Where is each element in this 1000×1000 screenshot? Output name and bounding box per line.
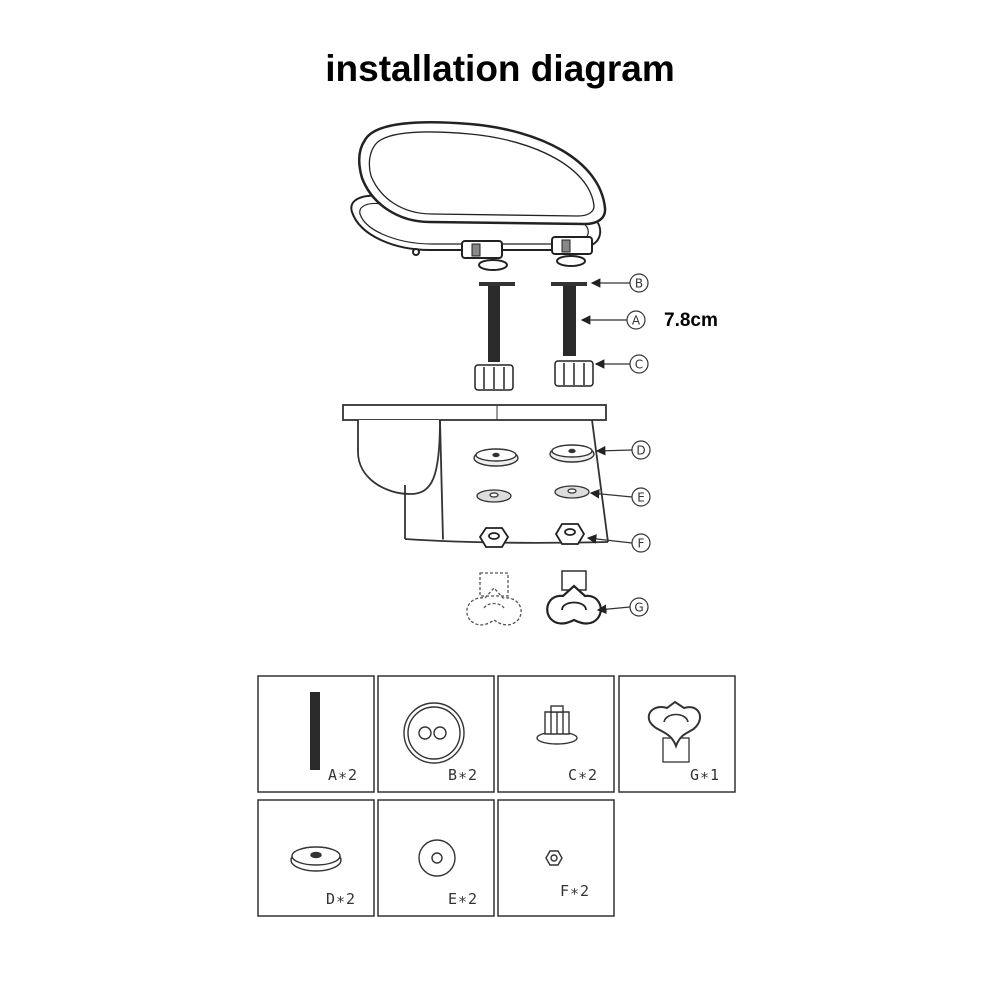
bolt-a-icon: [310, 692, 320, 770]
washer-b-pair: [479, 282, 587, 286]
part-cell-d: D∗2: [257, 799, 375, 917]
callout-a: A: [626, 310, 646, 330]
part-cell-f: F∗2: [497, 799, 615, 917]
wing-bracket-g-icon: [647, 700, 702, 763]
part-cell-a: A∗2: [257, 675, 375, 793]
part-cell-g: G∗1: [618, 675, 736, 793]
callout-f-letter: F: [638, 537, 645, 551]
expansion-plug-c-pair: [474, 360, 594, 391]
callout-d-letter: D: [636, 444, 645, 458]
flat-washer-e-pair: [476, 485, 590, 503]
part-cell-c: C∗2: [497, 675, 615, 793]
callout-a-letter: A: [632, 314, 641, 328]
callout-e: E: [631, 487, 651, 507]
callout-d: D: [631, 440, 651, 460]
parts-grid: A∗2 B∗2 C∗2: [257, 675, 736, 917]
callout-leaders: [580, 278, 633, 614]
callout-b: B: [629, 273, 649, 293]
toilet-bowl-illustration: [342, 404, 609, 544]
part-label-a: A∗2: [328, 766, 358, 784]
callout-e-letter: E: [637, 491, 645, 505]
part-cell-e: E∗2: [377, 799, 495, 917]
diagram-title: installation diagram: [325, 48, 675, 89]
part-label-f: F∗2: [560, 882, 590, 900]
wing-bracket-g-pair: [466, 570, 602, 626]
toilet-seat-illustration: [350, 121, 607, 271]
part-label-e: E∗2: [448, 890, 478, 908]
part-label-g: G∗1: [690, 766, 720, 784]
nut-f-icon: [545, 850, 563, 866]
callout-c-letter: C: [635, 358, 643, 372]
callout-g-letter: G: [634, 601, 643, 615]
part-label-c: C∗2: [568, 766, 598, 784]
callout-b-letter: B: [635, 277, 643, 291]
flat-washer-e-icon: [418, 839, 456, 877]
nut-f-pair: [478, 523, 586, 548]
callout-f: F: [631, 533, 651, 553]
part-label-d: D∗2: [326, 890, 356, 908]
part-label-b: B∗2: [448, 766, 478, 784]
part-cell-b: B∗2: [377, 675, 495, 793]
expansion-plug-c-icon: [536, 705, 578, 745]
rubber-washer-d-icon: [290, 846, 342, 872]
callout-g: G: [629, 597, 649, 617]
bolt-length-label: 7.8cm: [664, 310, 718, 331]
callout-c: C: [629, 354, 649, 374]
rubber-washer-d-pair: [473, 444, 595, 467]
washer-b-icon: [403, 702, 465, 764]
bolt-a-pair: [488, 286, 576, 362]
